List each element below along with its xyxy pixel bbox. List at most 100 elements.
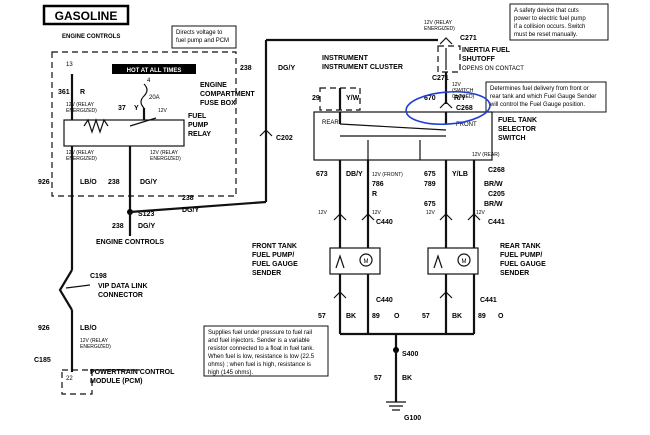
svg-text:INERTIA FUEL: INERTIA FUEL [462,47,511,54]
svg-text:12V: 12V [426,210,436,216]
svg-text:INSTRUMENT CLUSTER: INSTRUMENT CLUSTER [322,64,403,71]
svg-text:R: R [372,191,377,198]
page-title: GASOLINE [55,9,118,23]
svg-text:ENERGIZED): ENERGIZED) [66,156,97,162]
fuse-box-label-2: COMPARTMENT [200,91,255,98]
title-box [42,4,130,26]
svg-text:FUEL: FUEL [188,113,207,120]
rear-sender-resistor-icon [433,254,443,269]
svg-text:786: 786 [372,181,384,188]
svg-text:will control the Fuel Gauge po: will control the Fuel Gauge position. [489,102,585,108]
svg-text:12V (RELAY: 12V (RELAY [150,150,179,156]
svg-text:12V (RELAY: 12V (RELAY [80,338,109,344]
svg-text:FUEL PUMP/: FUEL PUMP/ [252,252,294,259]
svg-text:361: 361 [58,89,70,96]
wire-37: 37 Y 12V [118,105,168,120]
svg-text:926: 926 [38,325,50,332]
rear-pump-motor-icon [457,253,471,267]
fuse-icon [140,83,148,109]
rear-sender-box [427,247,479,275]
svg-text:C271: C271 [432,75,449,82]
svg-text:DG/Y: DG/Y [138,223,155,230]
svg-text:12V (FRONT): 12V (FRONT) [372,172,403,178]
svg-text:FUEL GAUGE: FUEL GAUGE [252,261,298,268]
front-sender-resistor-icon [335,254,345,269]
svg-text:13: 13 [66,62,73,68]
rear-tank-sender: M REAR TANK FUEL PUMP/ FUEL GAUGE SENDER [427,243,546,277]
svg-text:238: 238 [182,195,194,202]
svg-text:Supplies fuel under pressure t: Supplies fuel under pressure to fuel rai… [208,330,312,336]
pcm-outline [61,369,93,395]
svg-text:C440: C440 [376,297,393,304]
inertia-note: A safety device that cuts power to elect… [509,3,609,41]
svg-text:LB/O: LB/O [80,325,97,332]
relay-note: Directs voltage to fuel pump and PCM [171,25,237,49]
svg-text:675: 675 [424,201,436,208]
svg-text:SELECTOR: SELECTOR [498,126,536,133]
svg-text:675: 675 [424,171,436,178]
svg-text:INSTRUMENT: INSTRUMENT [322,55,369,62]
rear-sender-wires: 675 Y/LB C268 789 BR/W C205 675 BR/W 12V… [424,160,505,248]
svg-text:G100: G100 [404,415,421,422]
svg-text:SENDER: SENDER [500,270,529,277]
relay-note-box [171,25,237,49]
svg-text:89: 89 [372,313,380,320]
svg-text:FRONT: FRONT [456,122,477,128]
svg-text:C441: C441 [480,297,497,304]
fuse-box-label-1: ENGINE [200,82,227,89]
svg-text:12V: 12V [372,210,382,216]
svg-text:high (145 ohms).: high (145 ohms). [208,370,253,376]
svg-text:must be reset manually.: must be reset manually. [514,32,578,38]
svg-text:LB/O: LB/O [80,179,97,186]
pcm: C185 22 POWERTRAIN CONTROL MODULE (PCM) [34,357,175,395]
svg-text:and fuel injectors. Sender is: and fuel injectors. Sender is a variable [208,338,310,344]
front-pump-motor-icon [359,253,373,267]
svg-text:BK: BK [402,375,412,382]
svg-text:M: M [364,259,369,265]
svg-text:BR/W: BR/W [484,181,503,188]
svg-text:Y/W: Y/W [346,95,360,102]
svg-text:29: 29 [312,95,320,102]
svg-text:resistor connected to a float: resistor connected to a float in fuel ta… [208,346,314,352]
svg-text:RELAY: RELAY [188,131,211,138]
sender-note: Supplies fuel under pressure to fuel rai… [203,325,329,377]
svg-text:12V: 12V [476,210,486,216]
svg-text:FUEL GAUGE: FUEL GAUGE [500,261,546,268]
svg-text:O: O [498,313,504,320]
svg-text:FUEL PUMP/: FUEL PUMP/ [500,252,542,259]
inertia-switch: 12V (RELAY ENERGIZED) C271 INERTIA FUEL … [424,20,524,104]
svg-text:A safety device that cuts: A safety device that cuts [514,8,579,14]
svg-text:When fuel is low, resistance i: When fuel is low, resistance is low (22.… [208,354,315,360]
svg-text:670: 670 [424,95,436,102]
fuse-box-label-3: FUSE BOX [200,100,236,107]
svg-text:Y: Y [134,105,139,112]
front-sender-box [329,247,381,275]
svg-text:REAR TANK: REAR TANK [500,243,541,250]
svg-text:C271: C271 [460,35,477,42]
svg-text:(SWITCH: (SWITCH [452,88,474,94]
svg-text:SENDER: SENDER [252,270,281,277]
svg-text:REAR: REAR [322,120,339,126]
svg-text:BK: BK [452,313,462,320]
svg-text:22: 22 [66,376,73,382]
highlight-circle [405,90,491,126]
svg-text:C185: C185 [34,357,51,364]
svg-text:S400: S400 [402,351,418,358]
svg-text:CLOSED): CLOSED) [452,94,475,100]
ground-icon [386,401,406,411]
svg-text:238: 238 [112,223,124,230]
svg-text:FUEL TANK: FUEL TANK [498,117,537,124]
svg-text:926: 926 [38,179,50,186]
inertia-switch-outline [437,45,461,73]
svg-text:12V: 12V [318,210,328,216]
hot-at-all-times-bar [112,64,196,74]
fuel-pump-relay: FUEL PUMP RELAY 12V (RELAY ENERGIZED) 12… [63,102,211,162]
svg-text:rear tank and which Fuel Gauge: rear tank and which Fuel Gauge Sender [490,94,596,100]
svg-text:C198: C198 [90,273,107,280]
fuse-box: ENGINE COMPARTMENT FUSE BOX HOT AT ALL T… [51,51,255,197]
svg-text:BK: BK [346,313,356,320]
svg-text:89: 89 [478,313,486,320]
svg-text:DB/Y: DB/Y [346,171,363,178]
svg-text:Determines fuel delivery from: Determines fuel delivery from front or [490,86,589,92]
